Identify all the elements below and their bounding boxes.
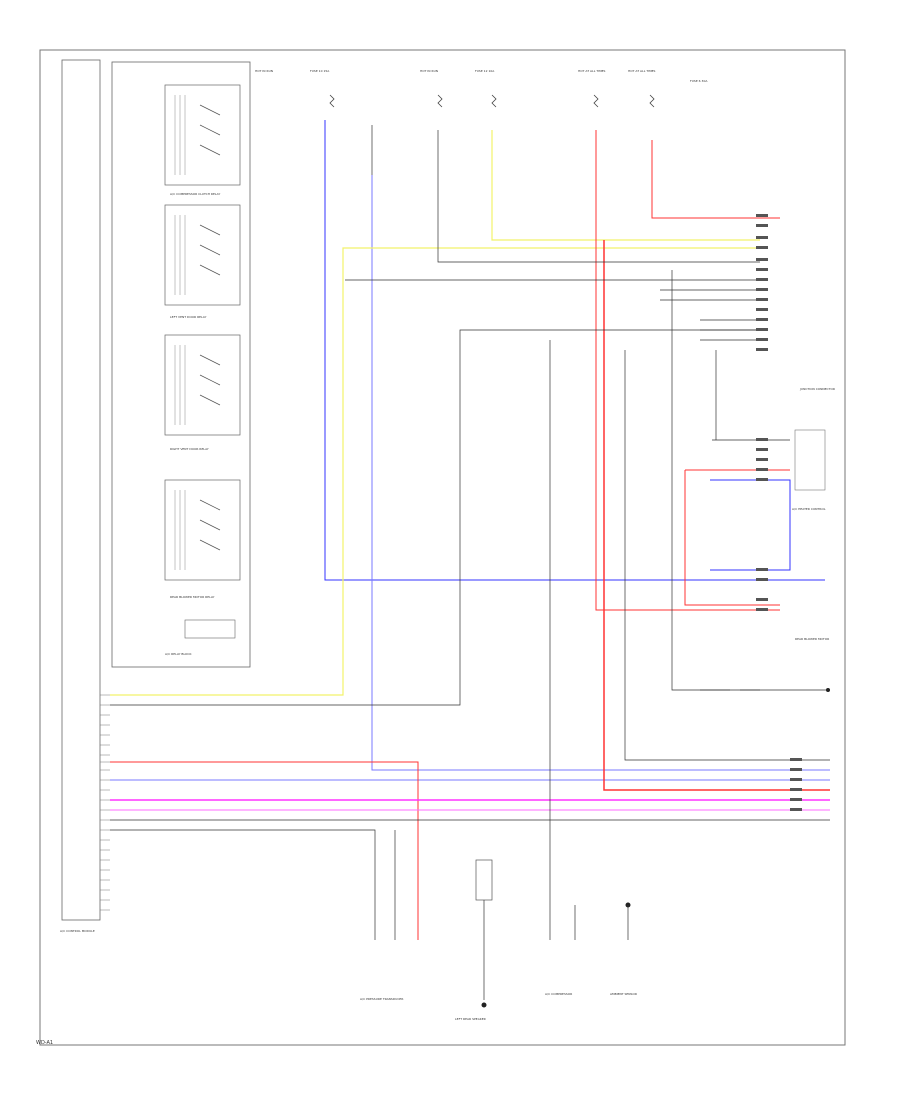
wire-blue: [324, 120, 825, 581]
relay-icon: RIGHT VENT DOOR RELAY: [164, 334, 241, 451]
wire-red: [684, 469, 790, 606]
diagram-frame: [39, 49, 846, 1046]
control-module-icon: A/C CONTROL MODULE: [60, 59, 251, 933]
relay-label: REAR BLOWER MOTOR RELAY: [170, 595, 215, 599]
wire-red: [595, 130, 780, 611]
fuse-icon: [329, 94, 655, 108]
module-pins: [100, 694, 110, 911]
connector-label: A/C HEATER CONTROL: [792, 507, 826, 511]
ground-icon: [700, 688, 830, 692]
switch-icon: [184, 619, 236, 639]
relay-icon: LEFT VENT DOOR RELAY: [164, 204, 241, 319]
wire-light-blue: [710, 479, 791, 571]
fuse-label: HOT IN RUN: [255, 69, 273, 73]
connector-pins: [756, 214, 802, 811]
relay-label: LEFT VENT DOOR RELAY: [170, 315, 207, 319]
wire-black-group: [110, 125, 830, 940]
wire-red: [110, 761, 419, 940]
bottom-item-label: LEFT REAR SPEAKER: [455, 1017, 486, 1021]
wire-yellow: [110, 247, 760, 696]
fuse-sub-label: FUSE 12 10A: [475, 69, 495, 73]
connector-label: REAR BLOWER MOTOR: [795, 637, 829, 641]
relay-block-label: A/C RELAY BLOCK: [165, 652, 193, 656]
ground-icon: [481, 1002, 487, 1008]
bottom-item-label: AMBIENT SENSOR: [610, 992, 637, 996]
bottom-item-label: A/C PRESSURE TRANSDUCER: [360, 997, 403, 1001]
fuse-label: HOT AT ALL TIMES: [578, 69, 606, 73]
wire-red: [603, 240, 830, 791]
wire-red: [651, 140, 780, 219]
bottom-components: A/C PRESSURE TRANSDUCER LEFT REAR SPEAKE…: [360, 859, 637, 1021]
wire-light-blue: [371, 175, 830, 771]
top-fuses: HOT IN RUN FUSE 10 15A HOT IN RUN FUSE 1…: [255, 69, 708, 83]
page-caption: WD-A1: [36, 1040, 54, 1046]
fuse-sub-label: FUSE 6 30A: [690, 79, 708, 83]
fuse-label: HOT IN RUN: [420, 69, 438, 73]
wire-yellow: [491, 130, 760, 241]
relay-label: RIGHT VENT DOOR RELAY: [170, 447, 209, 451]
connector-icon: [794, 429, 826, 491]
sensor-icon: [475, 859, 493, 901]
relay-label: A/C COMPRESSOR CLUTCH RELAY: [170, 192, 220, 196]
control-module-label: A/C CONTROL MODULE: [60, 929, 95, 933]
fuse-sub-label: FUSE 10 15A: [310, 69, 330, 73]
relay-icon: A/C COMPRESSOR CLUTCH RELAY: [164, 84, 241, 196]
relay-group: A/C COMPRESSOR CLUTCH RELAY LEFT VENT DO…: [164, 84, 241, 656]
fuse-label: HOT AT ALL TIMES: [628, 69, 656, 73]
relay-icon: REAR BLOWER MOTOR RELAY: [164, 479, 241, 599]
bottom-item-label: A/C COMPRESSOR: [545, 992, 572, 996]
connector-label: JUNCTION CONNECTOR: [799, 387, 835, 391]
